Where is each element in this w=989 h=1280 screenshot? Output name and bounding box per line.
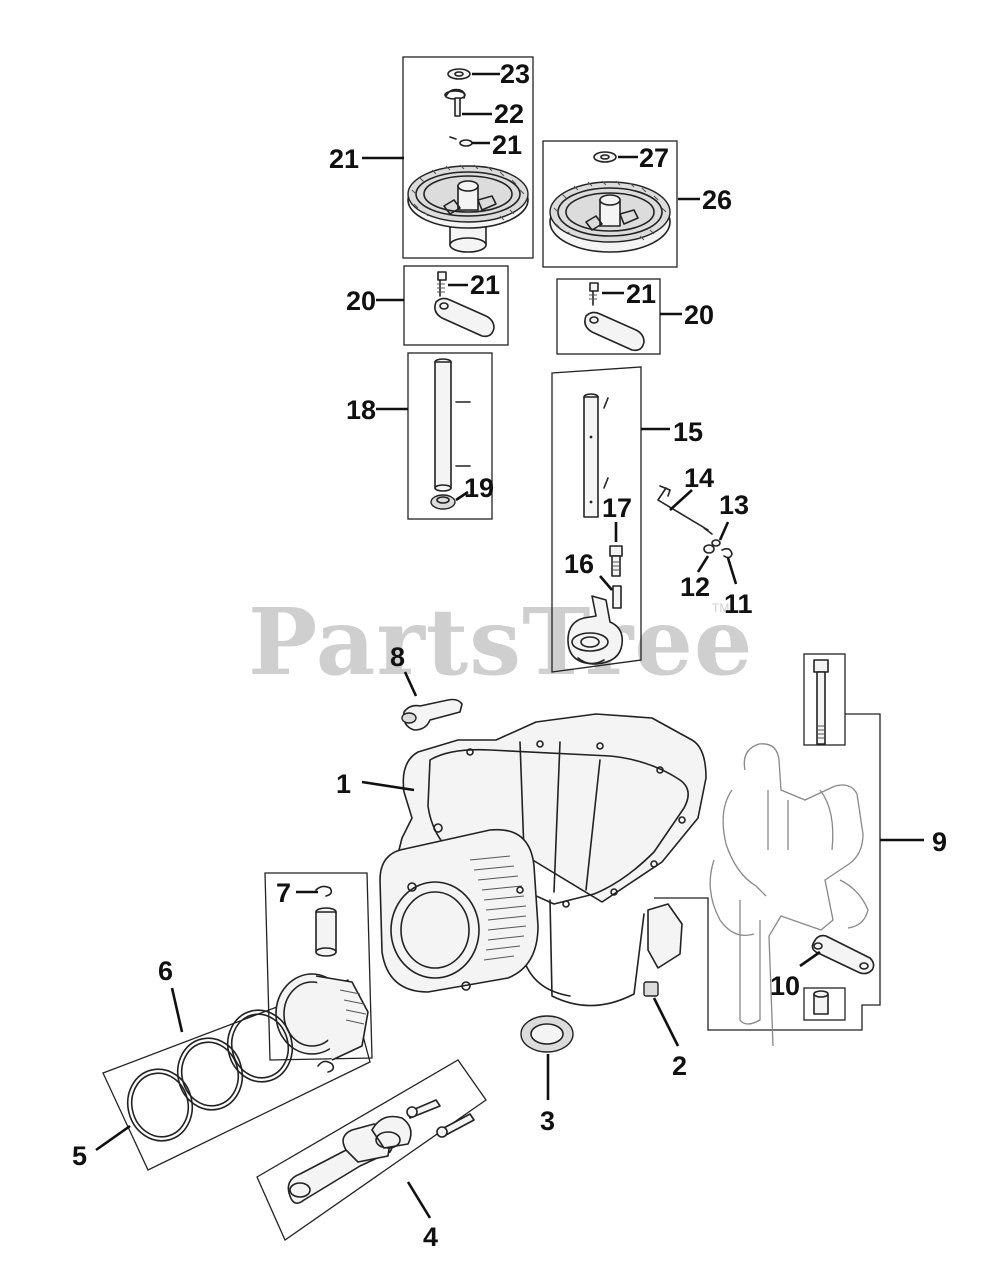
crankshaft-group-bracket (654, 713, 881, 1031)
governor-base-casting (567, 595, 624, 665)
callout-9: 9 (932, 827, 947, 857)
governor-gear-part-26 (549, 180, 671, 253)
pin-part-16 (612, 585, 622, 609)
callout-3: 3 (540, 1106, 555, 1136)
callout-17: 17 (602, 493, 632, 523)
watermark: PartsTree (248, 588, 753, 696)
callout-7: 7 (276, 878, 291, 908)
callout-27: 27 (639, 143, 669, 173)
callout-20-left: 20 (346, 286, 376, 316)
spool-part-24 (444, 88, 466, 117)
bolt-part-17 (609, 545, 623, 577)
callout-26: 26 (702, 185, 732, 215)
watermark-trademark: TM (712, 601, 729, 615)
bushing-box-10 (803, 987, 846, 1021)
crankshaft-assembly (709, 743, 869, 1047)
cross-shaft-box-15 (551, 366, 642, 673)
piston-pin-box (264, 872, 373, 1061)
callout-23: 21 (492, 130, 522, 160)
governor-gear-part-22 (407, 164, 529, 253)
callout-21-right: 21 (626, 279, 656, 309)
callout-25: 23 (500, 59, 530, 89)
plug-part-2 (643, 981, 659, 997)
callout-18: 18 (346, 395, 376, 425)
bushing-in-box-10 (813, 990, 829, 1015)
connecting-rod-box (256, 1059, 487, 1241)
callout-6: 6 (158, 956, 173, 986)
ring-part-23 (449, 136, 473, 147)
callout-labels: 21 23 22 21 27 26 20 21 21 20 18 19 15 1… (72, 59, 947, 1252)
washer-part-27 (593, 151, 617, 163)
oil-seal-part-3 (520, 1015, 574, 1053)
callout-15: 15 (673, 417, 703, 447)
callout-12: 12 (680, 572, 710, 602)
callout-5: 5 (72, 1141, 87, 1171)
piston-ring-part-5 (126, 1068, 194, 1142)
callout-13: 13 (719, 490, 749, 520)
crankcase-part-1 (379, 713, 707, 1007)
governor-gear-box-26 (542, 140, 678, 268)
washer-part-25 (447, 68, 471, 80)
callout-24: 22 (494, 99, 524, 129)
callout-21-left: 21 (470, 270, 500, 300)
rocker-arm-box-right (556, 278, 661, 355)
callout-19: 19 (464, 473, 494, 503)
callout-22: 21 (329, 144, 359, 174)
callout-8: 8 (390, 642, 405, 672)
piston-ring-1 (226, 1009, 294, 1083)
piston (275, 973, 369, 1061)
callout-2: 2 (672, 1051, 687, 1081)
bolt-part-9 (813, 659, 829, 745)
governor-shaft-part-15 (583, 393, 609, 518)
link-rod-part-14 (657, 485, 713, 535)
callout-20-right: 20 (684, 300, 714, 330)
clip-part-11 (721, 547, 733, 559)
rocker-arm-part-20-left (434, 271, 495, 338)
bolt-box-9 (803, 653, 846, 746)
nut-part-13 (711, 539, 721, 547)
breather-tube-part-8 (401, 698, 463, 731)
washer-part-12 (703, 544, 715, 554)
callout-4: 4 (423, 1222, 438, 1252)
link-part-10 (811, 934, 875, 975)
callout-1: 1 (336, 769, 351, 799)
callout-11: 11 (724, 589, 753, 619)
connecting-rod-part-4 (287, 1099, 475, 1204)
rocker-arm-part-20-right (584, 282, 645, 352)
callout-16: 16 (564, 549, 594, 579)
lifter-part-19 (430, 494, 456, 510)
cylinder-bore (379, 828, 539, 993)
pushrod-part-18 (434, 358, 471, 492)
rocker-arm-box-left (403, 265, 509, 346)
piston-ring-2 (176, 1037, 244, 1111)
callout-10: 10 (770, 971, 800, 1001)
leader-lines (95, 72, 924, 1219)
piston-pin-part-7 (315, 885, 347, 1073)
callout-14: 14 (684, 463, 714, 493)
pushrod-box-18 (407, 352, 493, 520)
